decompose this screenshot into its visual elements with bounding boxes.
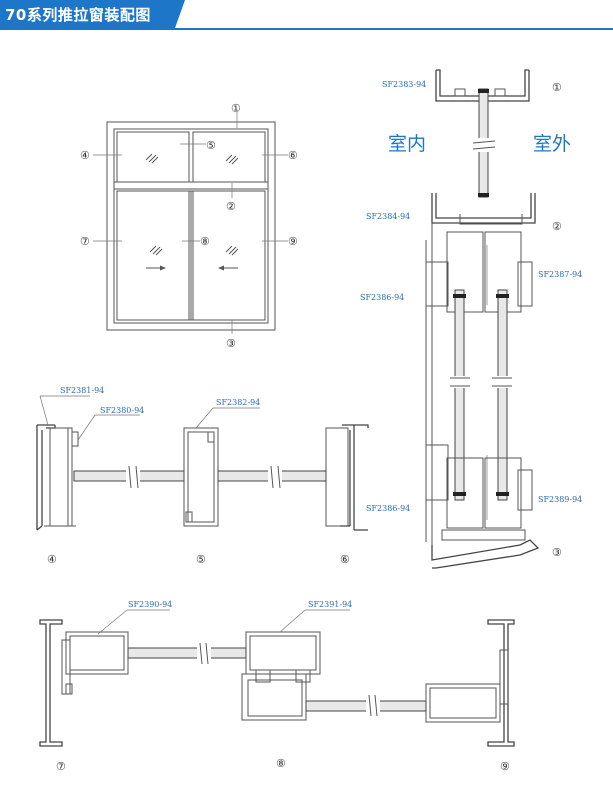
callout-8-elevation: ⑧ bbox=[200, 235, 210, 248]
outdoor-label: 室外 bbox=[533, 133, 571, 155]
vertical-section bbox=[425, 69, 540, 569]
callout-5-section: ⑤ bbox=[196, 553, 206, 566]
page-title: 70系列推拉窗装配图 bbox=[5, 6, 151, 24]
outer-frame bbox=[106, 121, 276, 331]
part-label-sf2389: SF2389-94 bbox=[538, 495, 582, 504]
part-label-sf2384: SF2384-94 bbox=[366, 212, 410, 221]
part-label-sf2390: SF2390-94 bbox=[128, 600, 172, 609]
part-label-sf2380: SF2380-94 bbox=[100, 406, 144, 415]
callout-9-section: ⑨ bbox=[500, 760, 510, 773]
section-4-5-6 bbox=[36, 395, 369, 531]
callout-5-elevation: ⑤ bbox=[206, 139, 216, 152]
part-label-sf2386-top: SF2386-94 bbox=[360, 293, 404, 302]
callout-7-section: ⑦ bbox=[56, 760, 66, 773]
part-label-sf2382: SF2382-94 bbox=[216, 398, 260, 407]
title-bar bbox=[0, 0, 175, 28]
callout-1-elevation: ① bbox=[231, 102, 241, 115]
section-7-8-9 bbox=[39, 609, 515, 747]
part-label-sf2391: SF2391-94 bbox=[308, 600, 352, 609]
callout-9-elevation: ⑨ bbox=[288, 235, 298, 248]
callout-4-section: ④ bbox=[47, 553, 57, 566]
indoor-label: 室内 bbox=[388, 133, 426, 155]
callout-4-elevation: ④ bbox=[80, 149, 90, 162]
callout-6-elevation: ⑥ bbox=[288, 149, 298, 162]
callout-2-section: ② bbox=[552, 220, 562, 233]
inner-frame bbox=[113, 128, 269, 324]
part-label-sf2387: SF2387-94 bbox=[538, 270, 582, 279]
title-underline bbox=[0, 28, 613, 30]
callout-3-section: ③ bbox=[552, 546, 562, 559]
callout-7-elevation: ⑦ bbox=[80, 235, 90, 248]
callout-8-section: ⑧ bbox=[276, 757, 286, 770]
callout-2-elevation: ② bbox=[226, 200, 236, 213]
part-label-sf2381: SF2381-94 bbox=[60, 386, 104, 395]
window-elevation bbox=[93, 112, 288, 334]
callout-6-section: ⑥ bbox=[340, 553, 350, 566]
part-label-sf2386-bottom: SF2386-94 bbox=[366, 504, 410, 513]
title-bar-tip bbox=[175, 0, 185, 28]
callout-3-elevation: ③ bbox=[226, 337, 236, 350]
part-label-sf2383: SF2383-94 bbox=[382, 80, 426, 89]
callout-1-section: ① bbox=[552, 81, 562, 94]
